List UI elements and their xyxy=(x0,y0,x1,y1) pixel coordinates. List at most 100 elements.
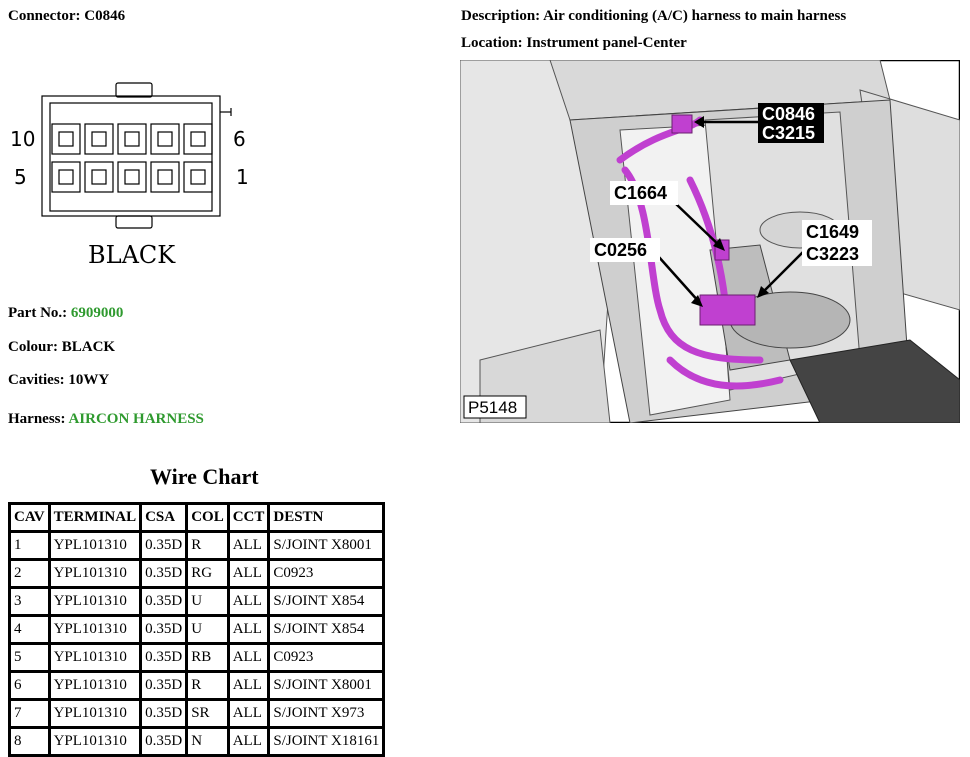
cavity-cell xyxy=(84,161,114,193)
cavity-terminal xyxy=(58,169,74,185)
cavity-cell xyxy=(183,123,213,155)
table-cell: 8 xyxy=(11,729,48,754)
cavity-terminal xyxy=(91,169,107,185)
table-cell: N xyxy=(188,729,227,754)
cavities-label: Cavities: xyxy=(8,372,65,388)
table-cell: U xyxy=(188,589,227,614)
connector-colour-caption: BLACK xyxy=(88,241,176,269)
table-cell: 0.35D xyxy=(142,561,186,586)
column-header: CSA xyxy=(142,505,186,530)
callout-c1664: C1664 xyxy=(614,183,667,203)
cavity-cell xyxy=(150,161,180,193)
pin-label-top-left: 10 xyxy=(10,127,35,151)
connector-id-line: Connector: C0846 xyxy=(8,8,125,25)
description-label: Description: xyxy=(461,8,541,24)
table-cell: S/JOINT X854 xyxy=(270,617,383,642)
table-cell: R xyxy=(188,533,227,558)
table-cell: C0923 xyxy=(270,561,383,586)
table-cell: 0.35D xyxy=(142,701,186,726)
connector-value: C0846 xyxy=(84,8,126,24)
photo-ref: P5148 xyxy=(468,398,517,417)
cavity-cell xyxy=(183,161,213,193)
pin-label-bottom-right: 1 xyxy=(236,165,249,189)
harness-label: Harness: xyxy=(8,411,66,427)
cavity-cell xyxy=(117,161,147,193)
table-cell: S/JOINT X18161 xyxy=(270,729,383,754)
location-label: Location: xyxy=(461,35,523,51)
table-cell: 0.35D xyxy=(142,673,186,698)
table-cell: S/JOINT X854 xyxy=(270,589,383,614)
connector-face-diagram: 10 6 5 1 BLACK xyxy=(10,82,249,269)
callout-c1649: C1649 xyxy=(806,222,859,242)
cavity-terminal xyxy=(190,169,206,185)
column-header: CAV xyxy=(11,505,48,530)
cavity-terminal xyxy=(190,131,206,147)
location-value: Instrument panel-Center xyxy=(526,35,687,51)
callout-c3215: C3215 xyxy=(762,123,815,143)
table-cell: ALL xyxy=(229,589,268,614)
table-cell: 4 xyxy=(11,617,48,642)
location-line: Location: Instrument panel-Center xyxy=(461,35,687,52)
cavity-cell xyxy=(51,161,81,193)
table-cell: YPL101310 xyxy=(50,589,140,614)
cavity-terminal xyxy=(157,131,173,147)
location-photo: C0846 C3215 C1664 C0256 C1649 C3223 P514… xyxy=(460,60,960,423)
table-cell: YPL101310 xyxy=(50,561,140,586)
callout-c0256: C0256 xyxy=(594,240,647,260)
table-cell: U xyxy=(188,617,227,642)
table-cell: S/JOINT X8001 xyxy=(270,533,383,558)
colour-value: BLACK xyxy=(61,339,116,355)
cavity-terminal xyxy=(91,131,107,147)
column-header: TERMINAL xyxy=(50,505,140,530)
table-cell: 0.35D xyxy=(142,729,186,754)
wire-chart-title: Wire Chart xyxy=(150,464,259,489)
table-cell: SR xyxy=(188,701,227,726)
column-header: CCT xyxy=(229,505,268,530)
table-cell: YPL101310 xyxy=(50,701,140,726)
cavity-cell xyxy=(150,123,180,155)
cavity-terminal xyxy=(124,131,140,147)
table-cell: YPL101310 xyxy=(50,533,140,558)
pin-label-top-right: 6 xyxy=(233,127,246,151)
table-cell: ALL xyxy=(229,561,268,586)
table-cell: YPL101310 xyxy=(50,645,140,670)
harness-value: AIRCON HARNESS xyxy=(68,411,204,427)
table-cell: 0.35D xyxy=(142,533,186,558)
table-cell: ALL xyxy=(229,701,268,726)
table-cell: YPL101310 xyxy=(50,617,140,642)
table-cell: ALL xyxy=(229,645,268,670)
table-cell: YPL101310 xyxy=(50,673,140,698)
part-no-value: 6909000 xyxy=(70,305,124,321)
part-no-label: Part No.: xyxy=(8,305,68,321)
table-cell: C0923 xyxy=(270,645,383,670)
column-header: COL xyxy=(188,505,227,530)
table-cell: 0.35D xyxy=(142,589,186,614)
table-cell: S/JOINT X973 xyxy=(270,701,383,726)
table-cell: 7 xyxy=(11,701,48,726)
colour-line: Colour: BLACK xyxy=(8,339,115,356)
cavity-terminal xyxy=(124,169,140,185)
table-cell: 0.35D xyxy=(142,645,186,670)
table-cell: YPL101310 xyxy=(50,729,140,754)
table-cell: ALL xyxy=(229,729,268,754)
cavities-line: Cavities: 10WY xyxy=(8,372,109,389)
part-no-line: Part No.: 6909000 xyxy=(8,305,123,322)
cavity-cell xyxy=(117,123,147,155)
table-cell: 6 xyxy=(11,673,48,698)
harness-line: Harness: AIRCON HARNESS xyxy=(8,411,204,428)
callout-c3223: C3223 xyxy=(806,244,859,264)
pin-label-bottom-left: 5 xyxy=(14,165,27,189)
table-cell: ALL xyxy=(229,673,268,698)
table-cell: RG xyxy=(188,561,227,586)
table-cell: 3 xyxy=(11,589,48,614)
table-cell: RB xyxy=(188,645,227,670)
connector-label: Connector: xyxy=(8,8,81,24)
description-line: Description: Air conditioning (A/C) harn… xyxy=(461,8,846,25)
